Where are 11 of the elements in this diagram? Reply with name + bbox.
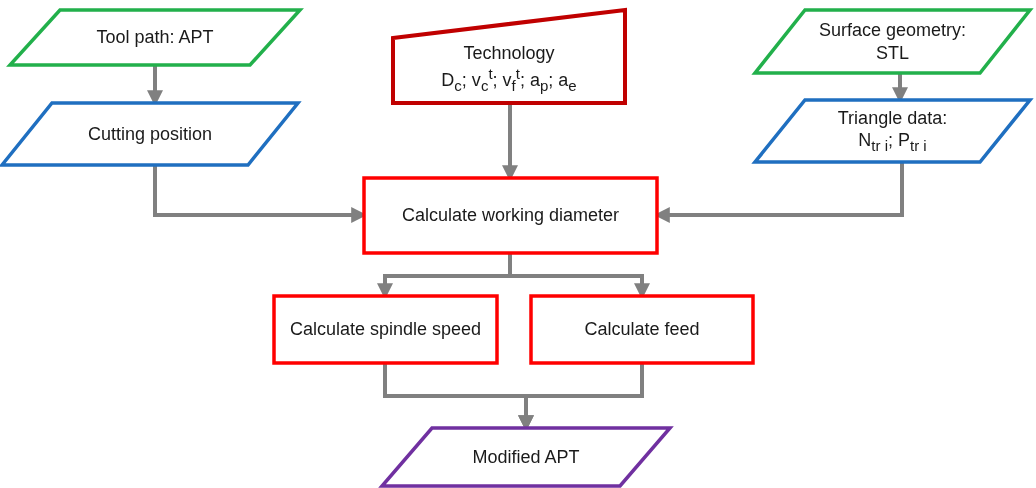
node-label: Cutting position (87, 122, 213, 146)
node-label: Surface geometry: STL (817, 19, 968, 64)
node-label: Triangle data: (837, 106, 948, 130)
node-label: Modified APT (472, 445, 580, 469)
node-label: Tool path: APT (96, 26, 214, 49)
node-label: Calculate working diameter (401, 204, 620, 227)
node-label: Technology (463, 42, 555, 65)
node-parameters: N$_{tr i}$; P$_{tr i}$ (858, 129, 927, 156)
node-parameters: D$_{c}$; v$_{c}$$^{t}$; v$_{f}$$^{t}$; a$_{p}$; a$_{e}$ (441, 64, 577, 95)
node-label: Calculate feed (584, 318, 700, 341)
node-label: Calculate spindle speed (289, 318, 482, 341)
